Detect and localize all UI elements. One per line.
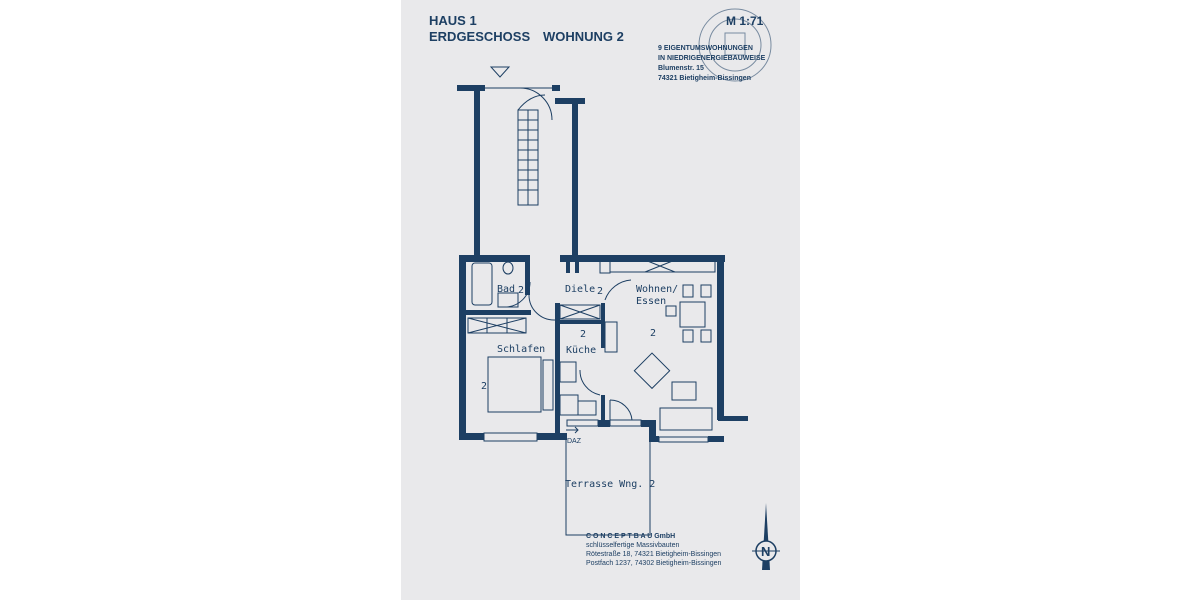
project-city: 74321 Bietigheim-Bissingen (658, 75, 751, 82)
room-schlafen-number: 2 (481, 381, 487, 392)
fixtures (467, 257, 716, 536)
room-essen-label: Essen (636, 296, 666, 307)
unit-title: WOHNUNG 2 (543, 29, 624, 44)
official-stamp (698, 8, 772, 82)
daz-label: DAZ (567, 438, 582, 445)
room-kueche-number: 2 (580, 329, 586, 340)
floor-title: ERDGESCHOSS (429, 29, 530, 44)
terrace-label: Terrasse Wng. 2 (565, 479, 655, 490)
company-address: Rötestraße 18, 74321 Bietigheim-Bissinge… (586, 551, 721, 558)
apartment-walls (459, 255, 748, 443)
svg-text:N: N (761, 544, 770, 559)
room-bad-number: 2 (518, 285, 524, 296)
north-arrow-icon: N (752, 503, 780, 570)
floor-plan-sheet (401, 0, 800, 600)
company-tagline: schlüsselfertige Massivbauten (586, 542, 679, 549)
room-kueche-label: Küche (566, 345, 596, 356)
entrance-marker-icon (489, 66, 511, 78)
stairwell (457, 85, 585, 255)
room-wohnen-label: Wohnen/ (636, 284, 678, 295)
project-line-1: 9 EIGENTUMSWOHNUNGEN (658, 45, 753, 52)
project-line-2: IN NIEDRIGENERGIEBAUWEISE (658, 55, 766, 62)
room-diele-label: Diele (565, 284, 595, 295)
company-postbox: Postfach 1237, 74302 Bietigheim-Bissinge… (586, 560, 722, 567)
room-wohnen-number: 2 (650, 328, 656, 339)
scale-label: M 1:71 (726, 14, 764, 28)
room-diele-number: 2 (597, 286, 603, 297)
project-street: Blumenstr. 15 (658, 65, 704, 72)
house-title: HAUS 1 (429, 13, 477, 28)
room-bad-label: Bad (497, 284, 515, 295)
company-name: C O N C E P T B A U GmbH (586, 533, 675, 540)
room-schlafen-label: Schlafen (497, 344, 545, 355)
